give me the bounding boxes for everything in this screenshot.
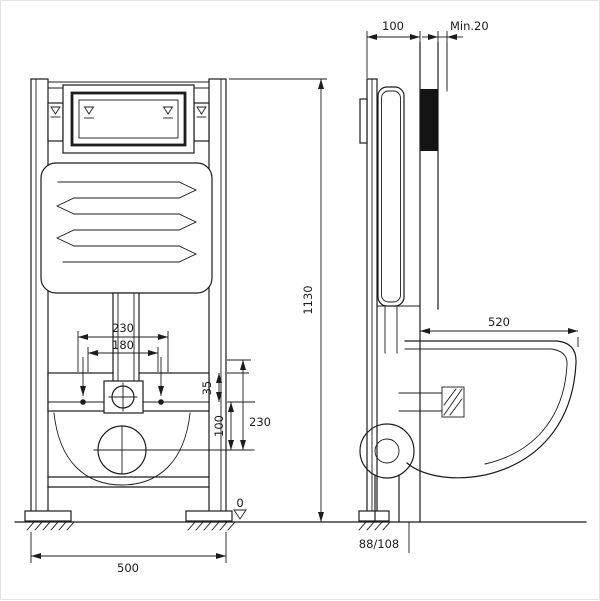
bolt-leader-arrows [80, 357, 164, 396]
level-mark-icon [50, 106, 61, 115]
level-mark-icon [196, 106, 207, 115]
dim-frame-width: 500 [30, 532, 227, 575]
dim-label-installation-depth: 520 [488, 315, 510, 329]
level-marks [50, 106, 207, 119]
flush-plate-housing [62, 84, 195, 154]
dim-label-fixing-width-inner: 180 [112, 338, 134, 352]
dim-label-frame-depth: 100 [382, 19, 404, 33]
bottom-crossmember [47, 476, 210, 488]
dim-label-outlet-height: 230 [249, 415, 271, 429]
ground-hatch-side [358, 521, 391, 531]
dim-fixing-width-outer: 230 [77, 321, 169, 372]
dim-label-outlet-drop: 100 [212, 415, 226, 437]
fixing-bolts [80, 399, 164, 405]
ground-hatch-left [26, 521, 75, 531]
level-mark-icon [162, 106, 174, 115]
dim-label-outlet-center: 88/108 [359, 537, 399, 551]
dim-label-fixing-width-outer: 230 [112, 321, 134, 335]
side-bowl [404, 340, 577, 479]
dim-installation-depth: 520 [420, 315, 579, 347]
bowl-outline [53, 412, 191, 486]
mount-bracket-right [193, 102, 210, 142]
dim-frame-height: 1130 [229, 78, 327, 523]
wall-cut-block [420, 89, 438, 151]
dim-outlet-drop: 100 [212, 401, 255, 450]
side-view [358, 42, 577, 531]
mount-bracket-left [47, 102, 64, 142]
dim-label-frame-width: 500 [117, 561, 139, 575]
dim-wall-min: Min.20 [422, 19, 489, 89]
drain-elbow [359, 423, 415, 523]
dim-label-support-offset: 35 [200, 381, 214, 396]
outlet-sleeve [398, 386, 465, 418]
dim-label-wall-min: Min.20 [450, 19, 489, 33]
dim-label-floor-datum: 0 [236, 496, 243, 510]
side-base-foot [358, 510, 390, 522]
dimensions: 230 180 35 100 230 [30, 19, 579, 575]
dim-frame-depth: 100 [366, 19, 421, 78]
dim-label-frame-height: 1130 [301, 285, 315, 314]
side-flush-pipe [384, 305, 398, 354]
side-cistern [377, 86, 421, 307]
drain-outlet [93, 425, 255, 475]
cistern [40, 162, 213, 294]
frame-rail-left [30, 78, 49, 514]
dim-outlet-center: 88/108 [359, 522, 410, 553]
wall-section [419, 42, 448, 523]
base-feet [24, 510, 236, 531]
frame-rail-right [208, 78, 227, 514]
floor-datum: 0 [233, 496, 247, 520]
flush-bend-connector [103, 380, 144, 414]
flush-plate-side [359, 98, 368, 144]
dim-fixing-width-inner: 180 [87, 338, 159, 372]
dim-outlet-height: 230 [227, 359, 271, 450]
level-mark-icon [83, 106, 95, 115]
datum-triangle-icon [233, 509, 247, 520]
ground-hatch-right [187, 521, 236, 531]
cistern-coil-pattern [55, 181, 198, 263]
front-view [24, 78, 255, 531]
